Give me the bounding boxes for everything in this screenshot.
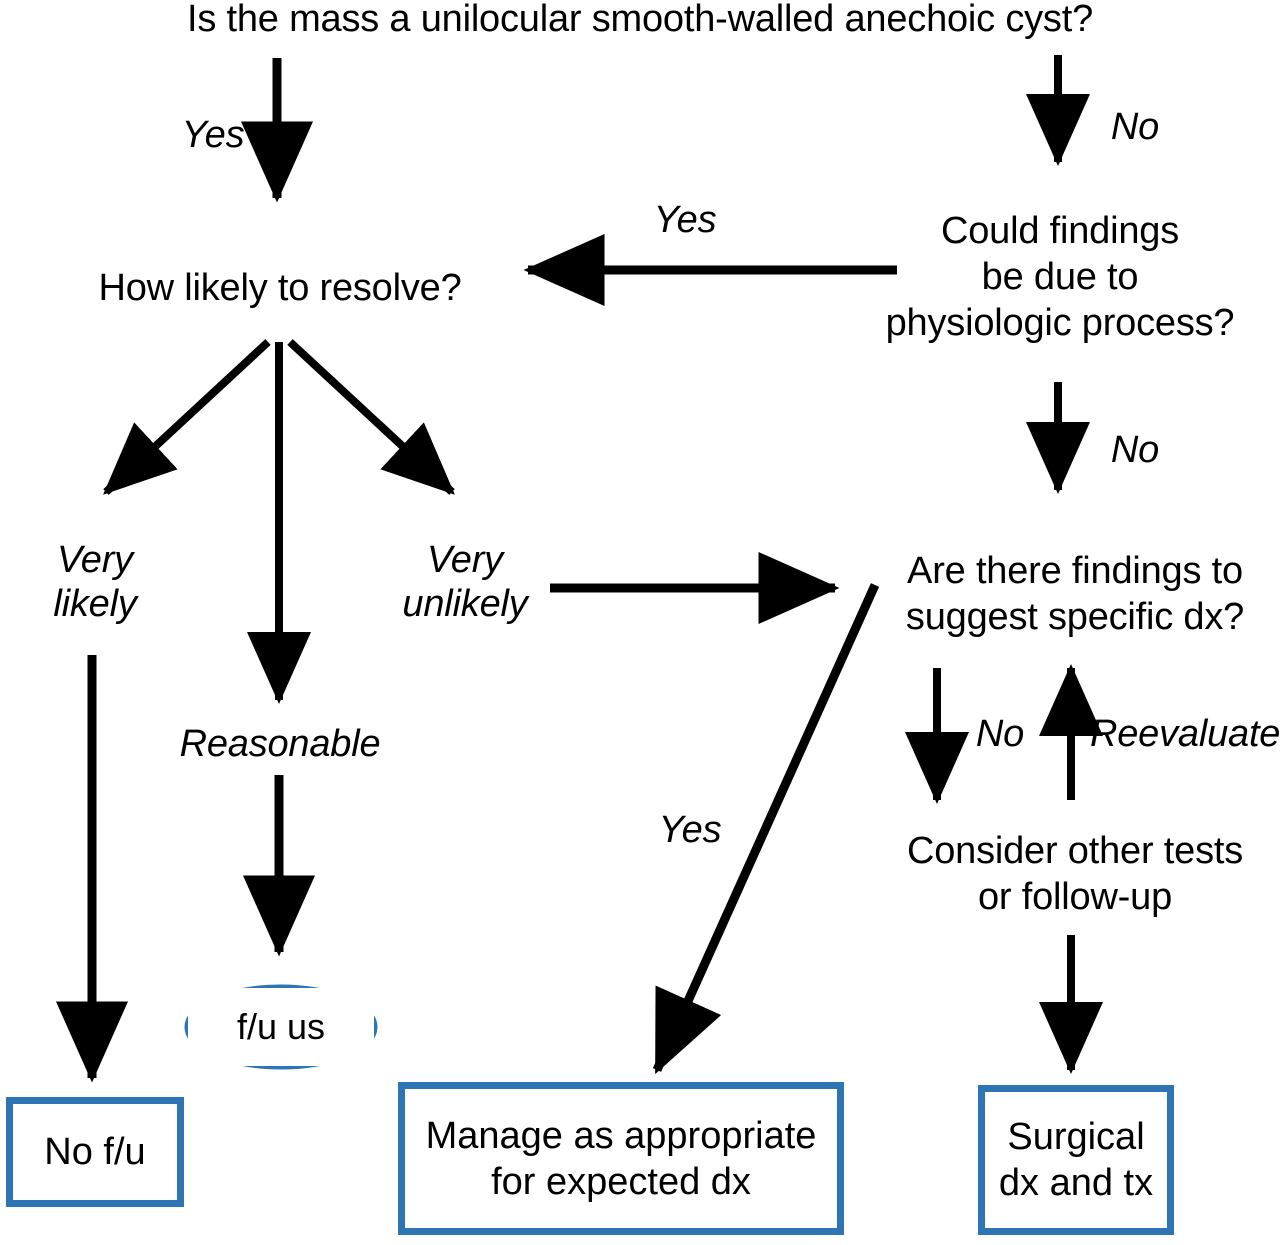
edge-label-very-likely: Very likely <box>53 539 137 625</box>
edge-resolve-very-unlikely <box>287 339 455 495</box>
edge-label-specific-dx-yes: Yes <box>658 809 722 851</box>
node-question-physiologic: Could findings be due to physiologic pro… <box>885 210 1235 344</box>
terminal-surgical-label: Surgical dx and tx <box>998 1116 1154 1204</box>
terminal-fu-us[interactable]: f/u us <box>188 988 374 1066</box>
terminal-manage-expected-dx[interactable]: Manage as appropriate for expected dx <box>398 1082 844 1235</box>
node-question-cyst: Is the mass a unilocular smooth-walled a… <box>186 0 1094 40</box>
terminal-no-fu-label: No f/u <box>44 1131 146 1173</box>
edge-label-reasonable: Reasonable <box>179 723 381 765</box>
terminal-fu-us-label: f/u us <box>236 1006 326 1047</box>
terminal-no-fu[interactable]: No f/u <box>6 1097 184 1207</box>
edge-resolve-very-likely <box>103 339 271 495</box>
edge-specific-dx-yes <box>652 583 880 1075</box>
terminal-surgical-dx-tx[interactable]: Surgical dx and tx <box>978 1085 1174 1235</box>
node-consider-other-tests: Consider other tests or follow-up <box>906 830 1244 918</box>
edge-label-very-unlikely: Very unlikely <box>402 539 528 625</box>
terminal-manage-label: Manage as appropriate for expected dx <box>425 1114 817 1203</box>
node-question-resolve: How likely to resolve? <box>98 267 462 309</box>
edge-label-cyst-no: No <box>1110 106 1160 148</box>
edge-label-cyst-yes: Yes <box>181 114 245 156</box>
edge-label-reevaluate: Reevaluate <box>1090 713 1280 755</box>
edge-label-physiologic-no: No <box>1110 429 1160 471</box>
edge-label-specific-dx-no: No <box>975 713 1025 755</box>
edge-label-physiologic-yes: Yes <box>653 199 717 241</box>
node-question-specific-dx: Are there findings to suggest specific d… <box>905 550 1245 638</box>
